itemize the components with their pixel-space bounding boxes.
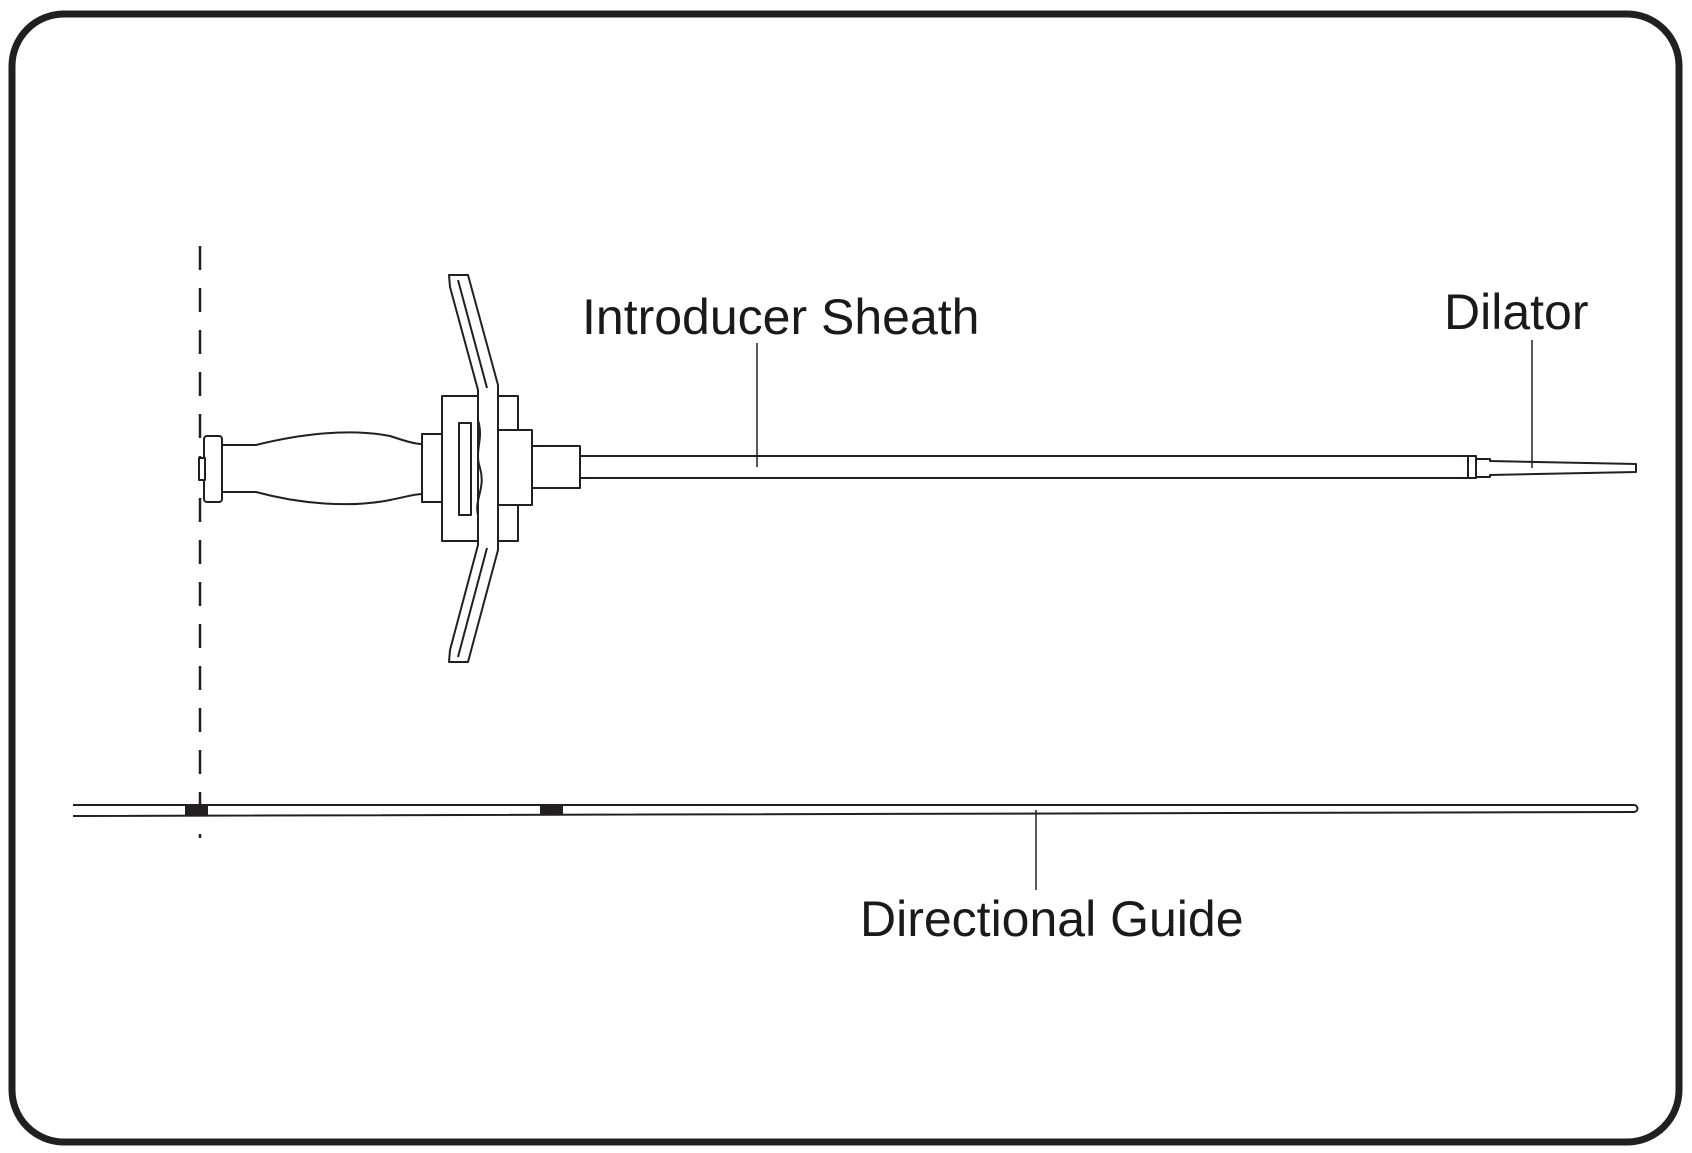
- guide-marker-1: [185, 805, 208, 816]
- wing-inner-line-top: [457, 279, 488, 389]
- wing-seam: [476, 419, 483, 516]
- dilator-tip: [1475, 458, 1637, 478]
- diagram-border: [8, 10, 1683, 1146]
- label-introducer-sheath: Introducer Sheath: [582, 289, 980, 345]
- wing-inner-line-bottom: [457, 547, 488, 658]
- handle-collar: [421, 433, 443, 503]
- sheath-tube: [579, 455, 1477, 479]
- guide-marker-2: [540, 804, 563, 815]
- label-directional-guide: Directional Guide: [860, 891, 1244, 947]
- sheath-connector: [531, 445, 581, 489]
- handle-grip: [221, 431, 423, 506]
- sheath-wings: [448, 274, 499, 663]
- guide-rod: [72, 804, 1639, 817]
- introducer-assembly: [198, 274, 1637, 663]
- leader-lines: [756, 340, 1533, 890]
- hub-collar: [497, 429, 533, 506]
- end-cap-nub: [198, 457, 206, 481]
- directional-guide: [72, 804, 1639, 817]
- end-cap: [203, 435, 223, 503]
- label-dilator: Dilator: [1444, 284, 1588, 340]
- hub-inner-slot: [458, 422, 472, 516]
